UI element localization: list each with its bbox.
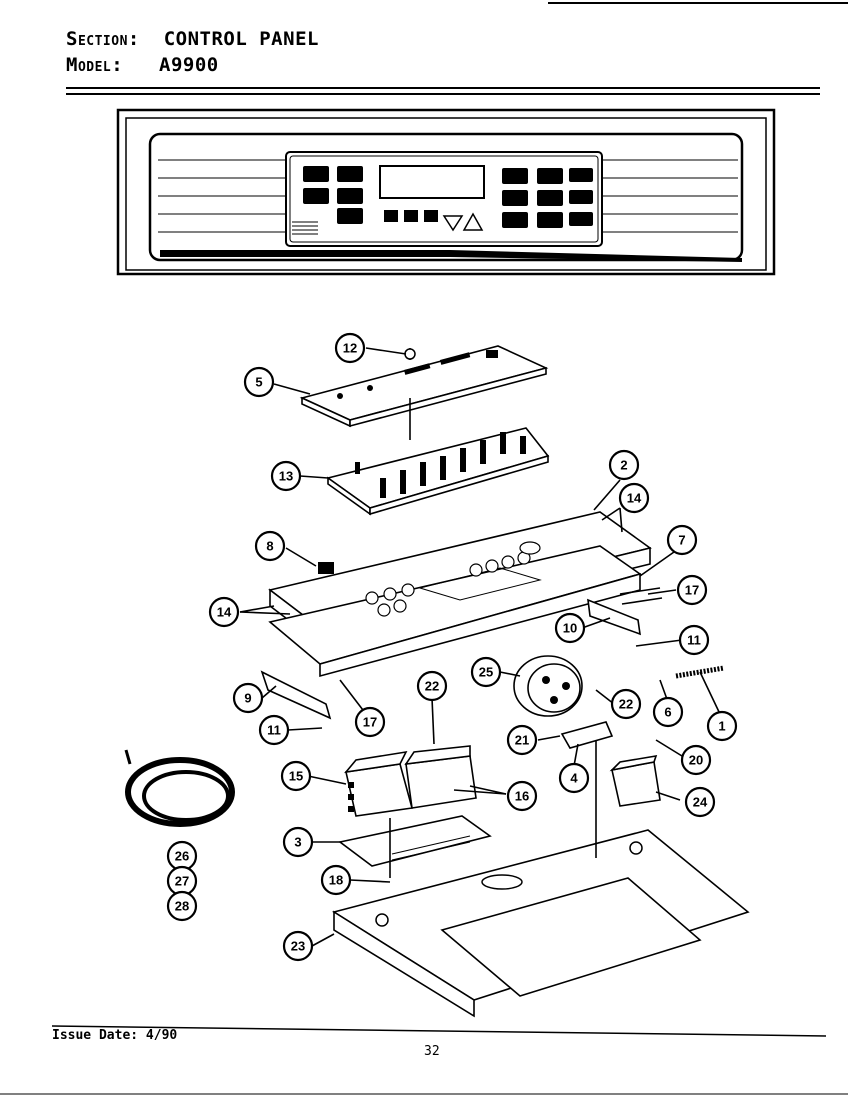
section-value: CONTROL PANEL bbox=[163, 28, 319, 50]
svg-text:21: 21 bbox=[515, 733, 529, 748]
svg-text:6: 6 bbox=[664, 705, 671, 720]
callout-14-right: 14 bbox=[618, 482, 650, 514]
callout-11-left: 11 bbox=[258, 714, 290, 746]
svg-text:4: 4 bbox=[570, 771, 578, 786]
callout-16: 16 bbox=[506, 780, 538, 812]
svg-text:22: 22 bbox=[619, 697, 633, 712]
svg-text:23: 23 bbox=[291, 939, 305, 954]
svg-text:9: 9 bbox=[244, 691, 251, 706]
callout-6: 6 bbox=[652, 696, 684, 728]
svg-text:7: 7 bbox=[678, 533, 685, 548]
callout-28: 28 bbox=[166, 890, 198, 922]
part-8-clip bbox=[318, 562, 334, 574]
callout-4: 4 bbox=[558, 762, 590, 794]
footer-rule bbox=[51, 1025, 827, 1037]
callout-1: 1 bbox=[706, 710, 738, 742]
page-number: 32 bbox=[424, 1044, 440, 1059]
svg-text:18: 18 bbox=[329, 873, 343, 888]
callout-18: 18 bbox=[320, 864, 352, 896]
svg-text:10: 10 bbox=[563, 621, 577, 636]
callout-9: 9 bbox=[232, 682, 264, 714]
svg-text:22: 22 bbox=[425, 679, 439, 694]
callout-22-left: 22 bbox=[416, 670, 448, 702]
svg-text:11: 11 bbox=[687, 633, 701, 648]
svg-text:5: 5 bbox=[255, 375, 262, 390]
model-value: A9900 bbox=[159, 54, 219, 76]
svg-text:14: 14 bbox=[217, 605, 232, 620]
part-9-bracket bbox=[260, 670, 332, 720]
part-25-pressure-switch bbox=[513, 655, 583, 717]
svg-text:15: 15 bbox=[289, 769, 303, 784]
callout-5: 5 bbox=[243, 366, 275, 398]
svg-text:16: 16 bbox=[515, 789, 529, 804]
part-13-button-carrier bbox=[326, 427, 550, 516]
callout-22-right: 22 bbox=[610, 688, 642, 720]
svg-text:25: 25 bbox=[479, 665, 493, 680]
callout-20: 20 bbox=[680, 744, 712, 776]
part-26-wire-harness bbox=[124, 749, 235, 827]
callout-26: 26 bbox=[166, 840, 198, 872]
callout-2: 2 bbox=[608, 449, 640, 481]
svg-text:8: 8 bbox=[266, 539, 273, 554]
callout-15: 15 bbox=[280, 760, 312, 792]
part-10-bracket bbox=[587, 598, 641, 636]
callout-10: 10 bbox=[554, 612, 586, 644]
svg-text:2: 2 bbox=[620, 458, 627, 473]
callout-7: 7 bbox=[666, 524, 698, 556]
part-3-plate bbox=[338, 815, 492, 867]
callout-11-right: 11 bbox=[678, 624, 710, 656]
part-23-top-frame bbox=[332, 829, 750, 1018]
model-label: Model: bbox=[66, 54, 124, 76]
section-line: Section: CONTROL PANEL bbox=[66, 28, 319, 50]
svg-text:17: 17 bbox=[685, 583, 699, 598]
callout-8: 8 bbox=[254, 530, 286, 562]
svg-text:17: 17 bbox=[363, 715, 377, 730]
model-line: Model: A9900 bbox=[66, 54, 219, 76]
part-15-relay bbox=[344, 750, 414, 817]
callout-27: 27 bbox=[166, 865, 198, 897]
callout-14-left: 14 bbox=[208, 596, 240, 628]
svg-text:12: 12 bbox=[343, 341, 357, 356]
leader-lines bbox=[239, 347, 721, 947]
svg-text:13: 13 bbox=[279, 469, 293, 484]
svg-text:3: 3 bbox=[294, 835, 301, 850]
callout-21: 21 bbox=[506, 724, 538, 756]
part-16-relay bbox=[404, 745, 477, 809]
part-4-bracket bbox=[560, 721, 614, 749]
callout-12: 12 bbox=[334, 332, 366, 364]
callout-24: 24 bbox=[684, 786, 716, 818]
callout-25: 25 bbox=[470, 656, 502, 688]
part-5-circuit-board bbox=[299, 345, 549, 428]
issue-date: Issue Date: 4/90 bbox=[52, 1028, 178, 1043]
callout-23: 23 bbox=[282, 930, 314, 962]
svg-text:28: 28 bbox=[175, 899, 189, 914]
svg-text:1: 1 bbox=[718, 719, 725, 734]
section-label: Section: bbox=[66, 28, 140, 50]
part-1-spring bbox=[675, 665, 725, 679]
part-24-component bbox=[609, 754, 661, 807]
svg-text:14: 14 bbox=[627, 491, 642, 506]
callout-17-right: 17 bbox=[676, 574, 708, 606]
svg-text:24: 24 bbox=[693, 795, 708, 810]
svg-text:26: 26 bbox=[175, 849, 189, 864]
part-2-7-panel-frame bbox=[268, 511, 652, 678]
callout-3: 3 bbox=[282, 826, 314, 858]
control-panel-front-view bbox=[116, 108, 776, 276]
svg-text:20: 20 bbox=[689, 753, 703, 768]
svg-text:27: 27 bbox=[175, 874, 189, 889]
svg-text:11: 11 bbox=[267, 723, 281, 738]
callout-17-left: 17 bbox=[354, 706, 386, 738]
callout-13: 13 bbox=[270, 460, 302, 492]
